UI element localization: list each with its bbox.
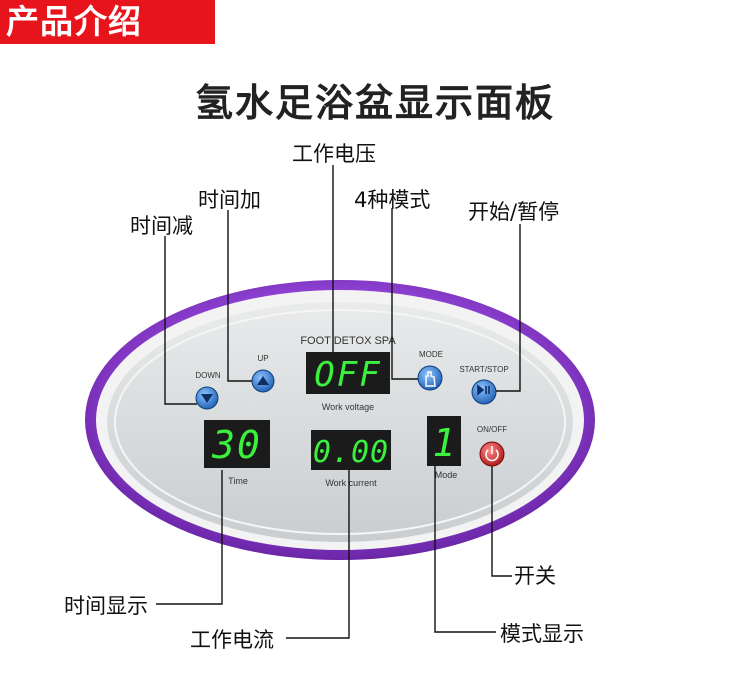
callout-time-display: 时间显示 xyxy=(64,594,148,618)
voltage-display-text: OFF xyxy=(314,355,381,395)
line-work-current xyxy=(286,470,350,639)
voltage-display xyxy=(306,352,390,394)
callout-work-voltage: 工作电压 xyxy=(292,142,376,166)
hand-icon xyxy=(425,371,436,387)
brand-label: FOOT DETOX SPA xyxy=(300,335,396,347)
line-time-up xyxy=(227,210,252,382)
up-label: UP xyxy=(257,354,268,363)
time-display-text: 30 xyxy=(211,423,262,467)
time-display xyxy=(204,420,270,468)
line-power xyxy=(491,466,512,577)
power-icon xyxy=(485,449,499,462)
page-title: 氢水足浴盆显示面板 xyxy=(194,81,555,125)
play-pause-icon xyxy=(477,384,490,396)
line-mode-display xyxy=(434,466,496,633)
mode-display-text: 1 xyxy=(433,421,456,465)
mode-caption: Mode xyxy=(435,470,458,480)
voltage-caption: Work voltage xyxy=(322,402,374,412)
callout-start-pause: 开始/暂停 xyxy=(468,200,560,224)
callout-time-down: 时间减 xyxy=(130,214,193,238)
mode-display xyxy=(427,416,461,466)
banner-text: 产品介绍 xyxy=(6,2,142,41)
line-time-display xyxy=(156,470,223,605)
down-label: DOWN xyxy=(195,371,221,380)
callout-power-switch: 开关 xyxy=(514,564,556,588)
start-stop-label: START/STOP xyxy=(459,365,508,374)
callout-mode-display: 模式显示 xyxy=(500,622,584,646)
time-caption: Time xyxy=(228,476,248,486)
callout-lines xyxy=(156,165,521,639)
current-display-text: 0.00 xyxy=(313,435,389,470)
start-stop-button[interactable] xyxy=(471,379,497,405)
device-face xyxy=(107,302,573,542)
section-banner: 产品介绍 xyxy=(0,0,215,44)
current-display xyxy=(311,430,391,470)
mode-button[interactable] xyxy=(417,365,443,391)
callout-four-modes: 4种模式 xyxy=(354,188,431,212)
callout-time-up: 时间加 xyxy=(198,188,261,212)
line-time-down xyxy=(164,236,197,405)
on-off-label: ON/OFF xyxy=(477,425,507,434)
line-start-pause xyxy=(496,224,521,392)
current-caption: Work current xyxy=(325,478,377,488)
up-arrow-icon xyxy=(257,376,269,385)
line-four-modes xyxy=(391,208,418,380)
mode-label: MODE xyxy=(419,350,443,359)
callout-work-current: 工作电流 xyxy=(190,628,274,652)
down-arrow-icon xyxy=(201,394,213,403)
